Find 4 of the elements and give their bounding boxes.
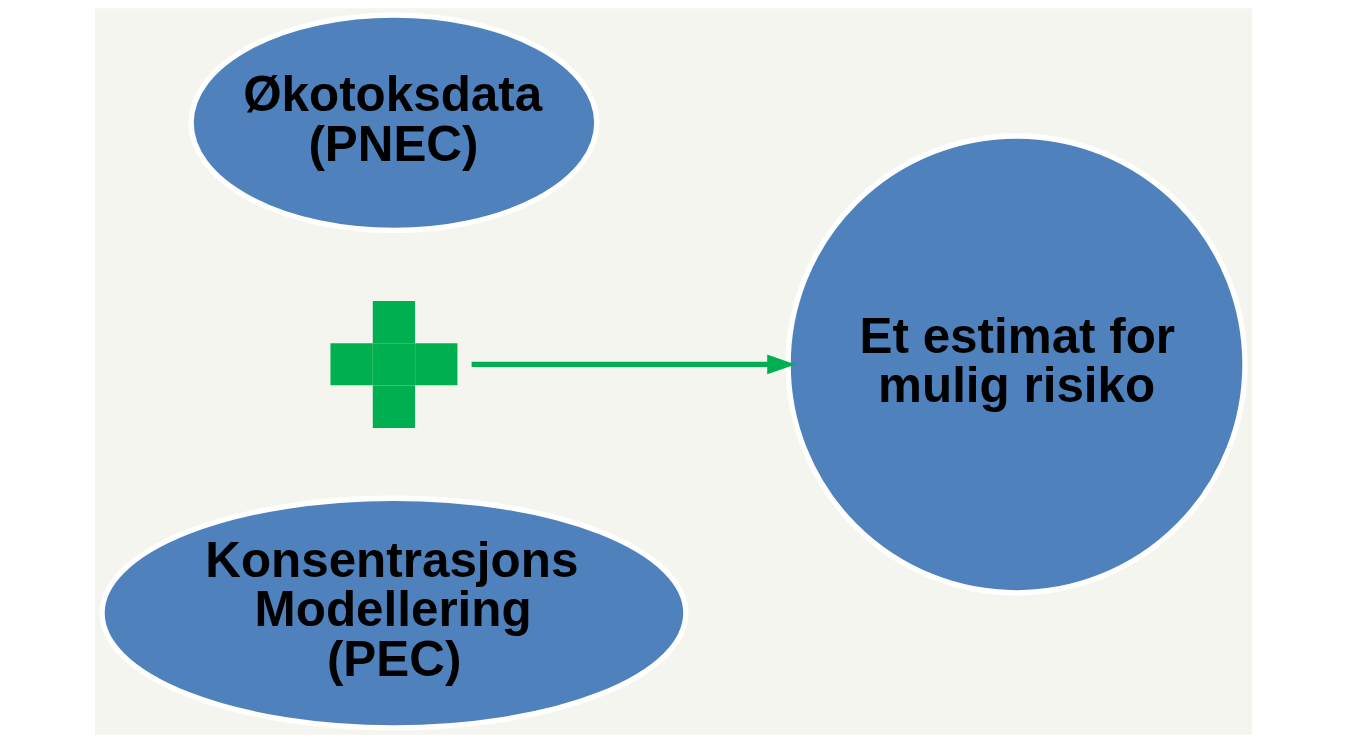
node-ellipse: Konsentrasjons Modellering (PEC) <box>98 495 688 731</box>
node-circle: Et estimat for mulig risiko <box>785 133 1248 596</box>
node-ellipse: Økotoksdata (PNEC) <box>187 12 599 233</box>
arrow <box>471 354 796 375</box>
